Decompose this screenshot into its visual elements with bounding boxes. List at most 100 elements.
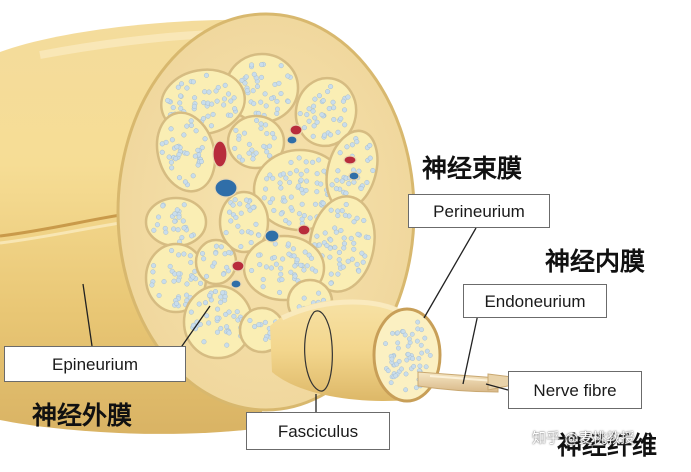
endoneurium-cn-label: 神经内膜 (545, 247, 646, 276)
fibre-dot (233, 215, 239, 221)
fascicle (182, 284, 254, 360)
fibre-dot (411, 363, 417, 369)
fibre-dot (197, 321, 203, 327)
fibre-dot (192, 95, 198, 101)
fibre-dot (348, 235, 354, 241)
fibre-dot (330, 99, 336, 105)
fibre-dot (285, 73, 291, 79)
fibre-dot (278, 271, 284, 277)
fibre-dot (364, 179, 370, 185)
fibre-dot (176, 175, 182, 181)
fibre-dot (263, 336, 269, 342)
fibre-dot (235, 223, 241, 229)
fibre-dot (224, 324, 230, 330)
perineurium-leader (423, 227, 477, 319)
fibre-dot (422, 335, 428, 341)
fibre-dot (316, 93, 322, 99)
fibre-dot (214, 329, 220, 335)
fibre-dot (282, 198, 288, 204)
fibre-dot (213, 250, 219, 256)
fibre-dot (191, 103, 197, 109)
fibre-dot (204, 313, 210, 319)
fibre-dot (337, 150, 343, 156)
fibre-dot (328, 237, 334, 243)
fibre-dot (360, 259, 366, 265)
fibre-dot (173, 156, 179, 162)
fibre-dot (334, 177, 340, 183)
fibre-dot (320, 200, 326, 206)
fibre-dot (316, 290, 322, 296)
fibre-dot (322, 132, 328, 138)
fibre-dot (419, 327, 424, 333)
fibre-dot (333, 229, 339, 235)
fibre-dot (312, 96, 318, 102)
fibre-dot (264, 131, 270, 137)
fibre-dot (177, 100, 183, 106)
fibre-dot (156, 292, 162, 298)
fibre-dot (280, 256, 286, 262)
fibre-dot (202, 136, 208, 142)
fibre-dot (264, 176, 270, 182)
fibre-dot (277, 289, 283, 295)
fibre-dot (335, 129, 341, 135)
fibre-dot (338, 116, 344, 122)
fibre-dot (256, 322, 262, 328)
fibre-dot (274, 98, 280, 104)
fibre-dot (304, 112, 310, 118)
fibre-dot (293, 168, 299, 174)
fibre-dot (351, 246, 357, 252)
fibre-dot (234, 309, 240, 315)
fibre-dot (166, 154, 172, 160)
fibre-dot (290, 246, 296, 252)
fibre-dot (150, 269, 156, 275)
blood-vessel (297, 224, 311, 236)
fibre-dot (313, 268, 319, 274)
fibre-dot (314, 171, 320, 177)
fibre-dot (262, 319, 268, 325)
fibre-dot (328, 207, 334, 213)
fibre-dot (269, 95, 275, 101)
fibre-dot (404, 357, 410, 363)
fibre-dot (237, 201, 243, 207)
fibre-dot (279, 277, 285, 283)
fibre-dot (188, 309, 194, 315)
fibre-dot (259, 62, 265, 68)
fibre-dot (322, 230, 328, 236)
fibre-dot (218, 244, 224, 250)
fibre-dot (409, 331, 415, 337)
fibre-dot (297, 111, 303, 117)
fibre-dot (414, 338, 420, 344)
fibre-dot (341, 241, 347, 247)
fibre-dot (259, 74, 265, 80)
fibre-dot (312, 115, 318, 121)
fibre-dot (396, 358, 402, 364)
fibre-dot (278, 63, 284, 69)
blood-vessel (289, 124, 303, 136)
fibre-dot (351, 219, 357, 225)
fibre-dot (283, 175, 289, 181)
fibre-dot (193, 128, 199, 134)
fibre-dot (218, 325, 224, 331)
fascicle (155, 111, 217, 193)
fibre-dot (168, 159, 174, 165)
fibre-dot (285, 241, 291, 247)
fibre-dot (286, 251, 292, 257)
fibre-dot (342, 212, 348, 218)
blood-vessel (286, 135, 298, 145)
fibre-dot (423, 364, 429, 370)
fibre-dot (184, 298, 190, 304)
fibre-dot (223, 311, 229, 317)
fibre-dot (270, 131, 276, 137)
fibre-dot (361, 218, 367, 224)
fibre-dot (327, 254, 333, 260)
fibre-dot (340, 98, 346, 104)
fibre-dot (389, 356, 395, 362)
fibre-dot (270, 175, 276, 181)
fibre-dot (267, 143, 273, 149)
perineurium-cn-label: 神经束膜 (422, 154, 523, 183)
fibre-dot (214, 315, 220, 321)
fibre-dot (329, 182, 335, 188)
fibre-dot (203, 72, 209, 78)
fibre-dot (182, 179, 188, 185)
fibre-dot (176, 214, 182, 220)
